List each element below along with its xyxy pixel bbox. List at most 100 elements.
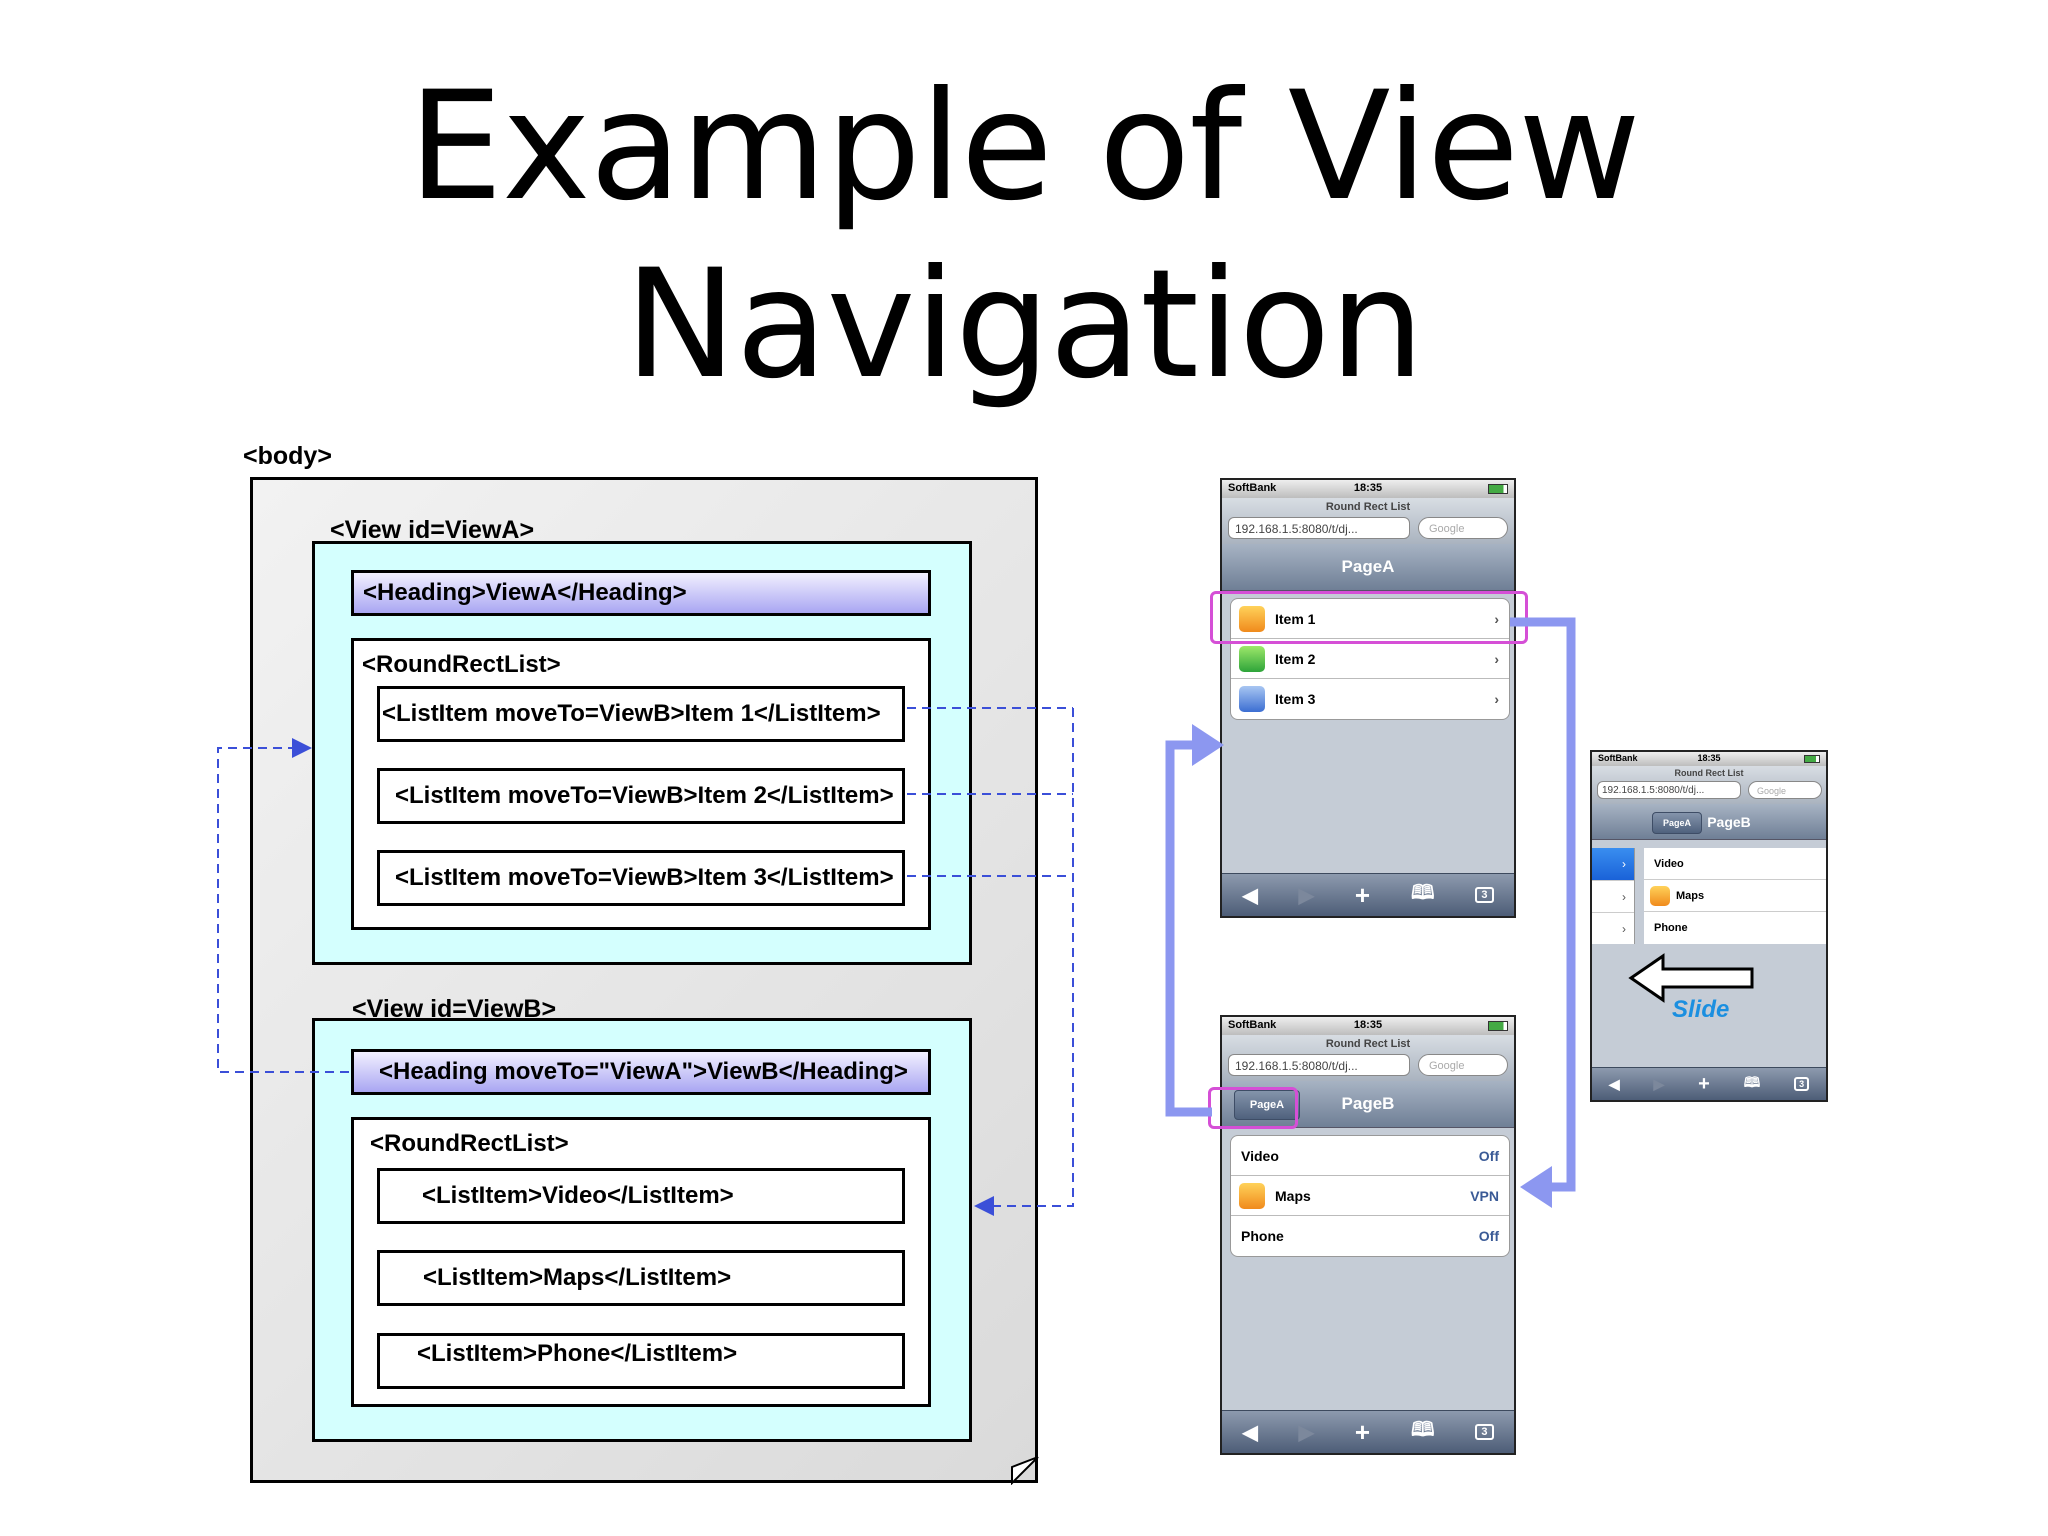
flow-arrow-item-to-page-b <box>1510 617 1576 1192</box>
forward-arrow-icon[interactable]: ▶ <box>1653 1075 1665 1092</box>
carrier-label: SoftBank <box>1598 753 1638 763</box>
row-value: Off <box>1478 1147 1499 1164</box>
url-field[interactable]: 192.168.1.5:8080/t/dj... <box>1228 517 1410 539</box>
view-a-list-item-2: <ListItem moveTo=ViewB>Item 2</ListItem> <box>377 768 905 824</box>
url-field[interactable]: 192.168.1.5:8080/t/dj... <box>1228 1054 1410 1076</box>
page-a-round-rect-list: Item 1 › Item 2 › Item 3 › <box>1230 598 1510 720</box>
row-label: Maps <box>1676 889 1705 902</box>
tab-count: 3 <box>1481 889 1488 901</box>
bookmarks-icon[interactable]: 🕮 <box>1410 882 1435 904</box>
row-slice: › <box>1592 880 1634 912</box>
tabs-icon[interactable]: 3 <box>1794 1077 1810 1091</box>
transition-title: PageB <box>1707 814 1751 830</box>
item-label: Item 3 <box>1275 691 1316 707</box>
browser-toolbar: ◀ ▶ + 🕮 3 <box>1592 1067 1826 1100</box>
battery-icon <box>1488 1021 1508 1031</box>
bookmarks-icon[interactable]: 🕮 <box>1743 1074 1761 1090</box>
bookmarks-icon[interactable]: 🕮 <box>1410 1419 1435 1441</box>
dashed-link-back-to-view-a <box>217 738 349 1073</box>
body-label: <body> <box>243 442 332 470</box>
view-a-heading: <Heading>ViewA</Heading> <box>351 570 931 616</box>
list-item-text: <ListItem>Phone</ListItem> <box>417 1340 738 1367</box>
browser-url-bar: Round Rect List 192.168.1.5:8080/t/dj...… <box>1592 766 1826 805</box>
add-icon[interactable]: + <box>1354 1416 1371 1447</box>
outgoing-page-slice: › › › <box>1592 848 1635 944</box>
page-a-item-2[interactable]: Item 2 › <box>1231 639 1509 679</box>
incoming-page-list: Video Maps Phone <box>1644 848 1826 944</box>
app-icon <box>1239 605 1265 632</box>
page-a-nav-bar: PageA <box>1222 544 1514 591</box>
back-button-page-a[interactable]: PageA <box>1234 1090 1300 1120</box>
view-b-list-label: <RoundRectList> <box>370 1130 569 1157</box>
tabs-icon[interactable]: 3 <box>1475 887 1494 903</box>
battery-icon <box>1488 484 1508 494</box>
list-item-text: <ListItem>Maps</ListItem> <box>423 1264 732 1291</box>
flow-arrowhead-page-b <box>1520 1166 1552 1208</box>
back-arrow-icon[interactable]: ◀ <box>1608 1075 1620 1092</box>
tabs-icon[interactable]: 3 <box>1475 1424 1494 1440</box>
chevron-right-icon: › <box>1494 650 1499 667</box>
carrier-label: SoftBank <box>1228 1019 1277 1031</box>
page-a-title: PageA <box>1341 557 1395 576</box>
slide-title-line-2: Navigation <box>624 238 1424 412</box>
page-b-row-maps[interactable]: Maps VPN <box>1231 1176 1509 1216</box>
add-icon[interactable]: + <box>1698 1072 1710 1095</box>
status-bar: SoftBank 18:35 <box>1222 1017 1514 1035</box>
transition-row-maps[interactable]: Maps <box>1644 880 1826 912</box>
search-field[interactable]: Google <box>1418 1054 1508 1076</box>
transition-row-phone[interactable]: Phone <box>1644 912 1826 944</box>
view-b-list-item-video: <ListItem>Video</ListItem> <box>377 1168 905 1224</box>
view-a-list-item-3: <ListItem moveTo=ViewB>Item 3</ListItem> <box>377 850 905 906</box>
page-a-item-3[interactable]: Item 3 › <box>1231 679 1509 719</box>
url-text: 192.168.1.5:8080/t/dj... <box>1235 522 1358 536</box>
transition-back-button[interactable]: PageA <box>1652 812 1702 834</box>
status-bar: SoftBank 18:35 <box>1222 480 1514 498</box>
tab-count: 3 <box>1799 1079 1805 1089</box>
browser-page-title: Round Rect List <box>1325 1038 1411 1050</box>
url-text: 192.168.1.5:8080/t/dj... <box>1602 785 1705 796</box>
browser-toolbar: ◀ ▶ + 🕮 3 <box>1222 873 1514 916</box>
maps-app-icon <box>1650 885 1670 906</box>
transition-row-video[interactable]: Video <box>1644 848 1826 880</box>
page-corner-fold <box>1011 1456 1039 1485</box>
add-icon[interactable]: + <box>1354 879 1371 910</box>
url-text: 192.168.1.5:8080/t/dj... <box>1235 1059 1358 1073</box>
forward-arrow-icon[interactable]: ▶ <box>1298 1421 1315 1444</box>
row-value: VPN <box>1470 1187 1499 1204</box>
forward-arrow-icon[interactable]: ▶ <box>1298 884 1315 907</box>
page-b-row-phone[interactable]: Phone Off <box>1231 1216 1509 1256</box>
selected-row-slice: › <box>1592 848 1634 880</box>
list-item-text: <ListItem moveTo=ViewB>Item 2</ListItem> <box>395 782 894 809</box>
maps-app-icon <box>1239 1182 1265 1209</box>
transition-nav-bar: PageB <box>1592 804 1826 840</box>
back-button-label: PageA <box>1249 1099 1285 1111</box>
carrier-label: SoftBank <box>1228 482 1277 494</box>
status-bar: SoftBank 18:35 <box>1592 752 1826 766</box>
search-field[interactable]: Google <box>1418 517 1508 539</box>
app-icon <box>1239 686 1265 712</box>
page-b-title: PageB <box>1341 1094 1395 1113</box>
flow-arrowhead-page-a <box>1192 724 1224 766</box>
clock: 18:35 <box>1353 1019 1383 1031</box>
list-item-text: <ListItem>Video</ListItem> <box>422 1182 734 1209</box>
url-field[interactable]: 192.168.1.5:8080/t/dj... <box>1597 781 1741 799</box>
view-a-list-item-1: <ListItem moveTo=ViewB>Item 1</ListItem> <box>377 686 905 742</box>
view-a-list-label: <RoundRectList> <box>362 651 561 678</box>
page-a-item-1[interactable]: Item 1 › <box>1231 599 1509 639</box>
list-item-text: <ListItem moveTo=ViewB>Item 3</ListItem> <box>395 864 894 891</box>
page-b-row-video[interactable]: Video Off <box>1231 1136 1509 1176</box>
view-a-label: <View id=ViewA> <box>330 516 535 544</box>
back-arrow-icon[interactable]: ◀ <box>1242 884 1258 907</box>
view-b-heading: <Heading moveTo="ViewA">ViewB</Heading> <box>351 1049 931 1095</box>
back-arrow-icon[interactable]: ◀ <box>1242 1421 1258 1444</box>
view-b-heading-text: <Heading moveTo="ViewA">ViewB</Heading> <box>379 1058 908 1085</box>
search-field[interactable]: Google <box>1748 781 1822 799</box>
view-b-list-item-maps: <ListItem>Maps</ListItem> <box>377 1250 905 1306</box>
browser-page-title: Round Rect List <box>1325 501 1411 513</box>
browser-url-bar: Round Rect List 192.168.1.5:8080/t/dj...… <box>1222 498 1514 545</box>
chevron-right-icon: › <box>1494 610 1499 627</box>
row-label: Phone <box>1241 1228 1284 1244</box>
page-b-round-rect-list: Video Off Maps VPN Phone Off <box>1230 1135 1510 1257</box>
